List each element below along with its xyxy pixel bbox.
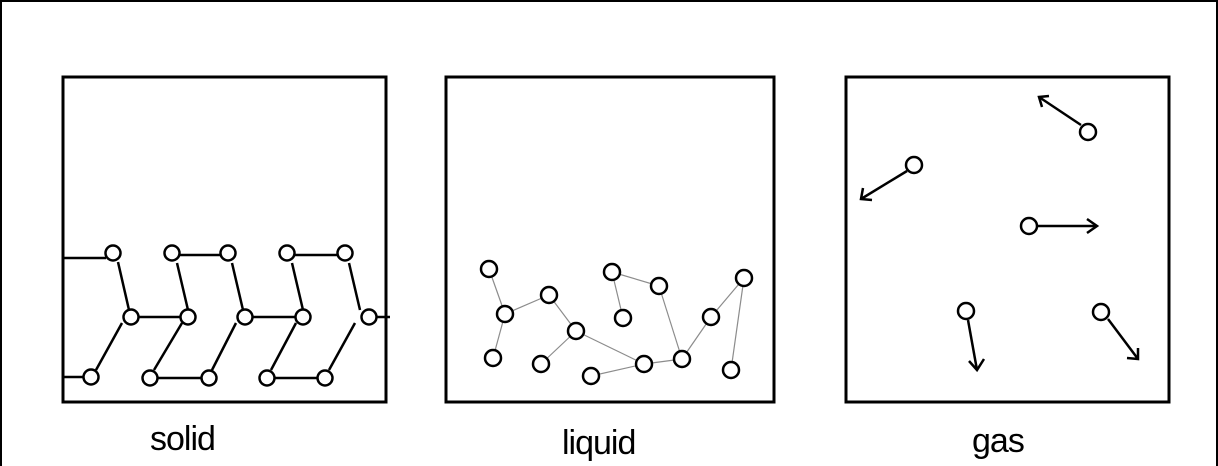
solid-label: solid bbox=[150, 420, 216, 458]
solid-particle bbox=[179, 308, 197, 326]
solid-particle bbox=[163, 244, 181, 262]
gas-panel bbox=[844, 75, 1171, 404]
liquid-particle bbox=[479, 259, 499, 279]
liquid-particle bbox=[531, 354, 551, 374]
liquid-label: liquid bbox=[562, 424, 636, 462]
liquid-particle bbox=[701, 307, 721, 327]
solid-particle bbox=[336, 244, 354, 262]
liquid-particle bbox=[602, 262, 622, 282]
liquid-particle bbox=[721, 360, 741, 380]
gas-motion-arrows bbox=[859, 94, 1140, 373]
liquid-particle bbox=[672, 349, 692, 369]
gas-particle bbox=[904, 155, 924, 175]
solid-bonds bbox=[63, 253, 390, 380]
solid-container bbox=[61, 75, 388, 404]
gas-particles bbox=[904, 122, 1111, 322]
solid-particle bbox=[141, 369, 159, 387]
liquid-particle bbox=[649, 276, 669, 296]
liquid-container bbox=[444, 75, 776, 404]
solid-particle bbox=[316, 369, 334, 387]
liquid-particle bbox=[734, 268, 754, 288]
solid-particle bbox=[82, 368, 100, 386]
liquid-particle bbox=[539, 285, 559, 305]
liquid-particle bbox=[613, 308, 633, 328]
solid-particle bbox=[360, 308, 378, 326]
solid-particle bbox=[200, 369, 218, 387]
gas-particle bbox=[1019, 216, 1039, 236]
gas-container bbox=[844, 75, 1171, 404]
solid-particle bbox=[236, 308, 254, 326]
solid-particle bbox=[122, 308, 140, 326]
solid-particle bbox=[278, 244, 296, 262]
liquid-particle bbox=[634, 354, 654, 374]
liquid-particle bbox=[581, 366, 601, 386]
solid-particle bbox=[294, 308, 312, 326]
gas-particle bbox=[956, 301, 976, 321]
gas-label: gas bbox=[972, 422, 1025, 460]
liquid-particle bbox=[566, 321, 586, 341]
solid-particle bbox=[219, 244, 237, 262]
liquid-panel bbox=[444, 75, 776, 404]
solid-panel bbox=[61, 75, 390, 404]
liquid-particles bbox=[479, 259, 754, 386]
liquid-particle bbox=[483, 348, 503, 368]
solid-particle bbox=[104, 244, 122, 262]
solid-particles bbox=[82, 244, 378, 387]
gas-particle bbox=[1078, 122, 1098, 142]
gas-particle bbox=[1091, 302, 1111, 322]
liquid-particle bbox=[495, 304, 515, 324]
solid-particle bbox=[258, 369, 276, 387]
